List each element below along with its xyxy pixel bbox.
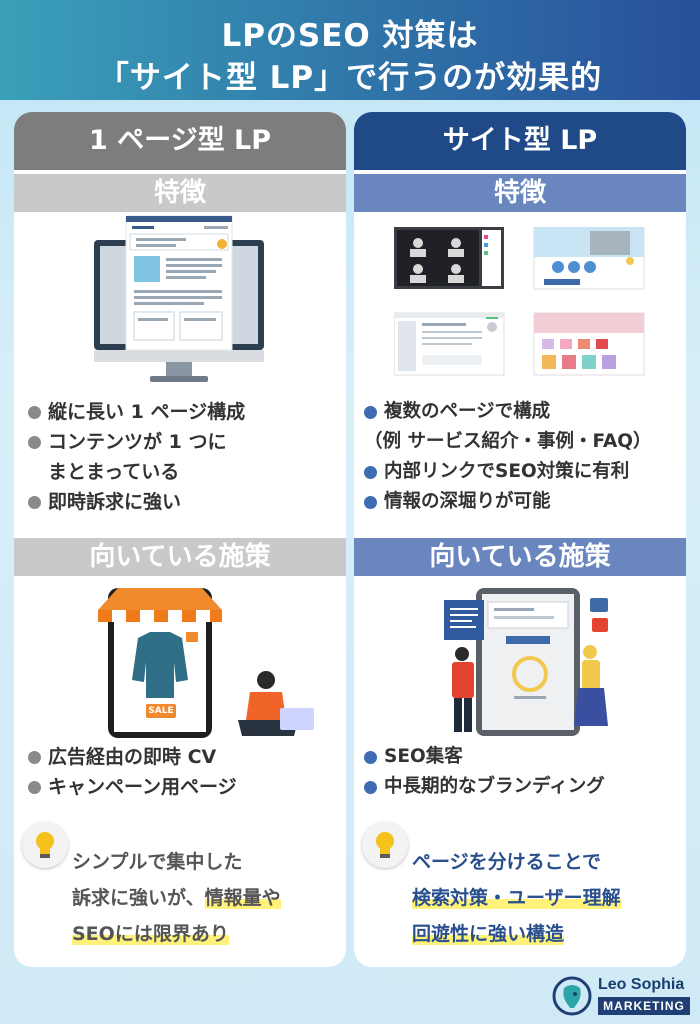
list-item: 複数のページで構成 — [364, 397, 684, 427]
one-page-lp-title: 1 ページ型 LP — [14, 112, 346, 170]
one-page-lp-card: 1 ページ型 LP 特徴 縦に長い 1 ページ構成 コンテンツが 1 つに まと… — [14, 112, 346, 967]
brand-name: Leo Sophia — [598, 976, 685, 993]
bullet-dot-icon — [28, 496, 41, 509]
tablet-team-illustration — [444, 588, 608, 736]
one-page-features-list: 縦に長い 1 ページ構成 コンテンツが 1 つに まとまっている 即時訴求に強い — [28, 397, 338, 517]
bullet-dot-icon — [364, 466, 377, 479]
bullet-dot-icon — [364, 496, 377, 509]
page-title-line2: 「サイト型 LP」で行うのが効果的 — [97, 60, 603, 96]
bullet-dot-icon — [364, 781, 377, 794]
site-lp-title: サイト型 LP — [354, 112, 686, 170]
summary-line: シンプルで集中した — [72, 851, 243, 873]
list-item-continuation: まとまっている — [48, 461, 180, 483]
lightbulb-icon — [362, 822, 408, 868]
site-lp-card: サイト型 LP 特徴 — [354, 112, 686, 967]
site-features-list: 複数のページで構成 （例 サービス紹介・事例・FAQ） 内部リンクでSEO対策に… — [364, 397, 684, 517]
one-page-summary: シンプルで集中した 訴求に強いが、情報量や SEOには限界あり — [22, 822, 342, 957]
summary-line: 訴求に強いが、情報量や — [72, 887, 281, 909]
bullet-dot-icon — [364, 406, 377, 419]
bullet-dot-icon — [364, 751, 377, 764]
lightbulb-icon — [22, 822, 68, 868]
bullet-dot-icon — [28, 781, 41, 794]
list-item: 内部リンクでSEO対策に有利 — [364, 457, 684, 487]
bullet-dot-icon — [28, 751, 41, 764]
page-header: LPのSEO 対策は 「サイト型 LP」で行うのが効果的 — [0, 0, 700, 100]
summary-line: SEOには限界あり — [72, 923, 229, 945]
list-item: SEO集客 — [364, 742, 684, 772]
list-item: キャンペーン用ページ — [28, 772, 338, 802]
one-page-features-heading: 特徴 — [14, 174, 346, 212]
list-item: 広告経由の即時 CV — [28, 742, 338, 772]
site-features-heading: 特徴 — [354, 174, 686, 212]
summary-line: 回遊性に強い構造 — [412, 923, 565, 945]
summary-line: 検索対策・ユーザー理解 — [412, 887, 621, 909]
list-item: 情報の深堀りが可能 — [364, 487, 684, 517]
one-page-uses-list: 広告経由の即時 CV キャンペーン用ページ — [28, 742, 338, 802]
list-item: コンテンツが 1 つに — [28, 427, 338, 457]
site-summary: ページを分けることで 検索対策・ユーザー理解 回遊性に強い構造 — [362, 822, 682, 957]
list-item: 縦に長い 1 ページ構成 — [28, 397, 338, 427]
site-uses-list: SEO集客 中長期的なブランディング — [364, 742, 684, 802]
shop-smartphone-illustration — [98, 588, 314, 738]
sale-label: SALE — [148, 706, 174, 716]
brand-subtitle: MARKETING — [598, 997, 690, 1015]
monitor-long-page-illustration — [94, 215, 264, 382]
list-item: 中長期的なブランディング — [364, 772, 684, 802]
one-page-uses-heading: 向いている施策 — [14, 538, 346, 576]
bullet-dot-icon — [28, 436, 41, 449]
summary-line: ページを分けることで — [412, 851, 602, 873]
brand-logo: Leo Sophia MARKETING — [552, 974, 692, 1020]
list-item-continuation: （例 サービス紹介・事例・FAQ） — [364, 431, 652, 452]
list-item: 即時訴求に強い — [28, 487, 338, 517]
multi-page-thumbnails-illustration — [394, 227, 645, 376]
page-title-line1: LPのSEO 対策は — [221, 18, 479, 54]
lion-logo-icon — [552, 976, 592, 1016]
site-uses-heading: 向いている施策 — [354, 538, 686, 576]
bullet-dot-icon — [28, 406, 41, 419]
